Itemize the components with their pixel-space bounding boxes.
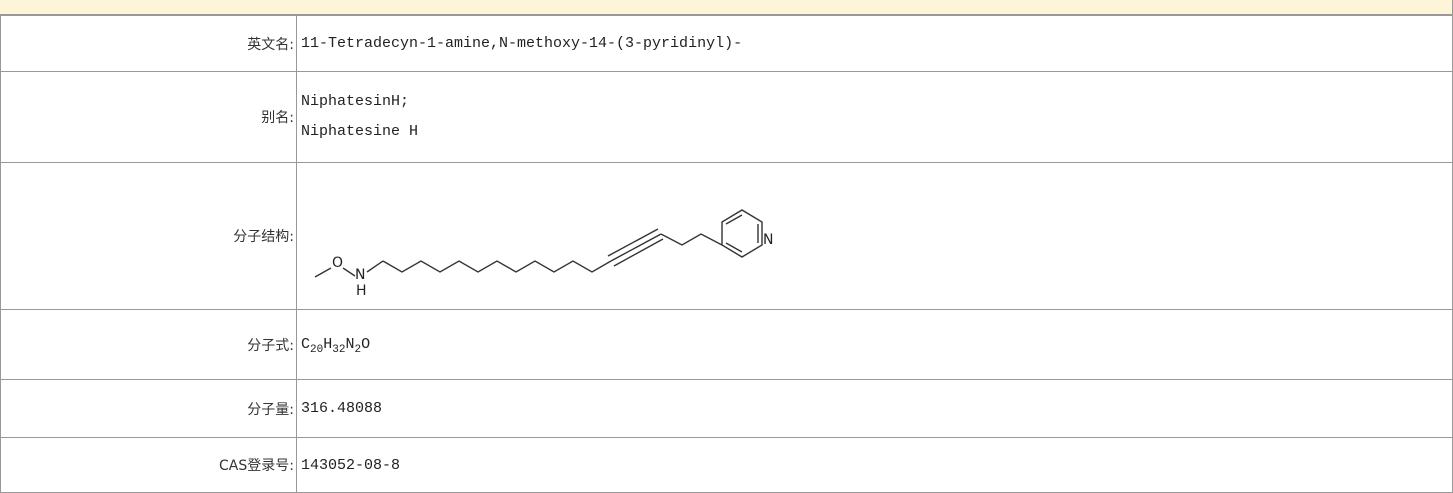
cas-value: 143052-08-8 — [296, 437, 1453, 493]
formula-element: N — [345, 336, 355, 353]
molecule-structure-image: O N H N — [314, 209, 773, 296]
atom-hydrogen: H — [356, 283, 367, 296]
weight-value: 316.48088 — [296, 379, 1453, 438]
alias-item: NiphatesinH; — [301, 93, 410, 110]
row-english-name: 英文名: 11-Tetradecyn-1-amine,N-methoxy-14-… — [0, 15, 1453, 72]
formula-subscript: 20 — [310, 344, 324, 356]
row-cas-number: CAS登录号: 143052-08-8 — [0, 437, 1453, 493]
alias-item: Niphatesine H — [301, 123, 419, 140]
formula-subscript: 32 — [332, 344, 346, 356]
atom-ring-nitrogen: N — [763, 232, 773, 248]
formula-label: 分子式: — [0, 309, 297, 380]
alias-values: NiphatesinH; Niphatesine H — [296, 71, 1453, 163]
header-bar — [0, 0, 1453, 15]
row-molecular-weight: 分子量: 316.48088 — [0, 379, 1453, 438]
formula-value: C20H32N2O — [296, 309, 1453, 380]
formula-subscript: 2 — [354, 344, 362, 356]
english-name-label: 英文名: — [0, 15, 297, 72]
row-formula: 分子式: C20H32N2O — [0, 309, 1453, 380]
formula-element: C — [301, 336, 311, 353]
row-alias: 别名: NiphatesinH; Niphatesine H — [0, 71, 1453, 163]
alias-label: 别名: — [0, 71, 297, 163]
formula-element: O — [361, 336, 371, 353]
cas-label: CAS登录号: — [0, 437, 297, 493]
english-name-value: 11-Tetradecyn-1-amine,N-methoxy-14-(3-py… — [296, 15, 1453, 72]
atom-oxygen: O — [332, 255, 343, 271]
structure-label: 分子结构: — [0, 162, 297, 310]
atom-nitrogen: N — [355, 267, 365, 283]
weight-label: 分子量: — [0, 379, 297, 438]
compound-info-table: 英文名: 11-Tetradecyn-1-amine,N-methoxy-14-… — [0, 15, 1453, 493]
row-structure: 分子结构: — [0, 162, 1453, 310]
formula-element: H — [323, 336, 333, 353]
structure-cell: O N H N — [296, 162, 1453, 310]
